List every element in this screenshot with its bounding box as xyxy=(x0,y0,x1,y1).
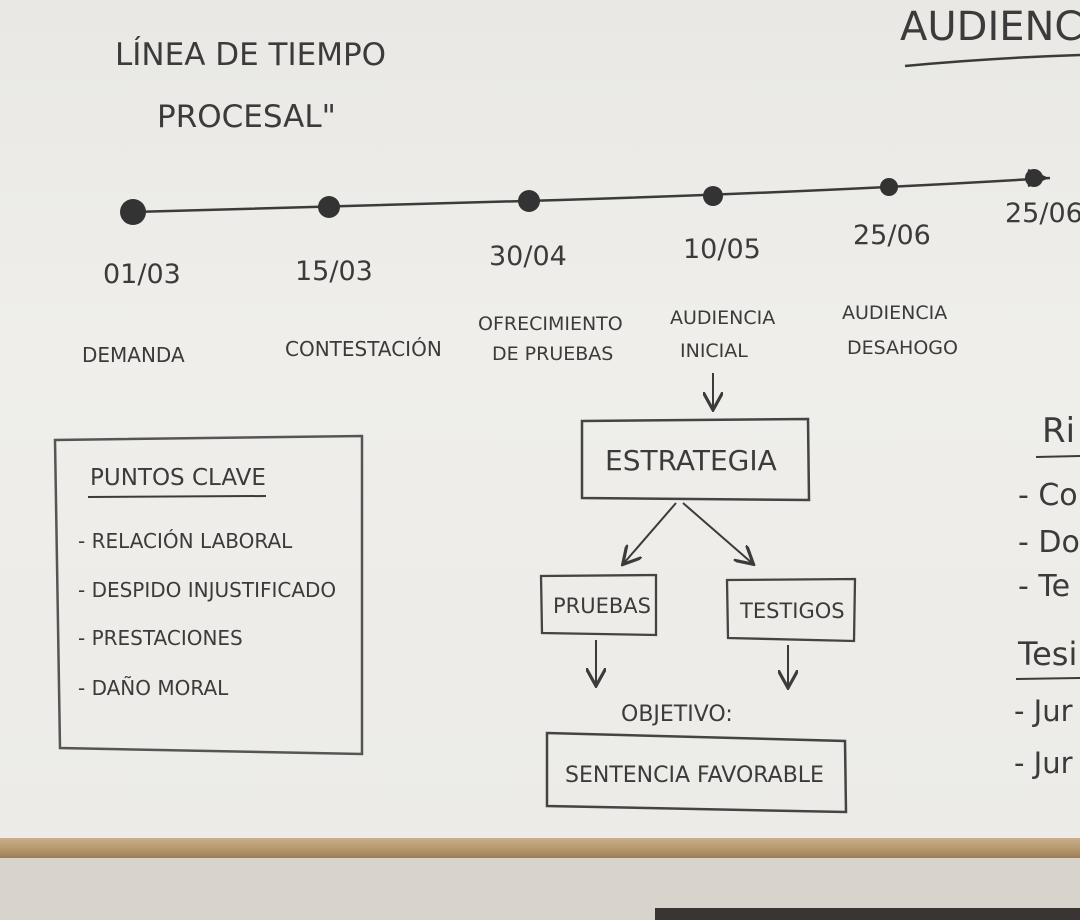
dark-object xyxy=(655,908,1080,920)
right-heading: Tesi xyxy=(1017,635,1077,673)
key-point-item: - RELACIÓN LABORAL xyxy=(78,529,293,553)
timeline-date: 25/06 xyxy=(853,220,931,251)
right-item: - Co xyxy=(1018,478,1078,513)
key-points-heading: PUNTOS CLAVE xyxy=(90,465,266,491)
whiteboard-drawing: LÍNEA DE TIEMPO PROCESAL" AUDIENC 01/03 … xyxy=(53,4,1080,814)
right-heading-underline xyxy=(1035,455,1080,458)
corner-title-underline xyxy=(904,53,1080,68)
strategy-title: ESTRATEGIA xyxy=(605,444,777,477)
timeline-date: 10/05 xyxy=(683,234,761,265)
whiteboard-frame xyxy=(0,838,1080,858)
timeline-arrowhead xyxy=(1027,168,1050,188)
goal-label: OBJETIVO: xyxy=(621,702,733,727)
strategy-box xyxy=(580,417,811,502)
right-item: - Jur xyxy=(1014,694,1073,728)
corner-title: AUDIENC xyxy=(900,4,1080,50)
right-heading-underline xyxy=(1015,677,1080,680)
timeline-dot xyxy=(518,190,540,212)
right-item: - Te xyxy=(1018,569,1070,604)
timeline-dot xyxy=(880,178,898,196)
timeline-date: 30/04 xyxy=(489,241,567,272)
timeline-date: 25/06 xyxy=(1005,198,1080,229)
timeline-stage-label: AUDIENCIA xyxy=(842,302,947,324)
goal-box xyxy=(545,731,848,814)
timeline-stage-label: DEMANDA xyxy=(82,343,185,367)
testigos-box xyxy=(725,577,857,643)
key-points-heading-underline xyxy=(87,495,267,498)
timeline-stage-label: DE PRUEBAS xyxy=(492,343,613,365)
goal-text: SENTENCIA FAVORABLE xyxy=(565,763,824,788)
timeline-dot xyxy=(703,186,723,206)
timeline-line xyxy=(132,176,1051,214)
timeline-stage-label: CONTESTACIÓN xyxy=(285,337,442,361)
timeline-dot xyxy=(318,196,340,218)
board-title-line1: LÍNEA DE TIEMPO xyxy=(115,37,386,73)
key-points-box xyxy=(53,434,364,756)
timeline-dot xyxy=(120,199,146,225)
right-heading: Ri xyxy=(1042,411,1075,451)
testigos-label: TESTIGOS xyxy=(739,599,845,623)
right-item: - Do xyxy=(1018,525,1080,560)
pruebas-box xyxy=(539,573,658,637)
key-point-item: - PRESTACIONES xyxy=(78,626,243,650)
key-point-item: - DESPIDO INJUSTIFICADO xyxy=(78,578,336,602)
pruebas-label: PRUEBAS xyxy=(553,594,651,618)
right-item: - Jur xyxy=(1014,746,1073,780)
timeline-stage-label: AUDIENCIA xyxy=(670,307,775,329)
arrow-to-pruebas xyxy=(624,502,677,563)
timeline-stage-label: DESAHOGO xyxy=(847,337,958,359)
timeline-date: 15/03 xyxy=(295,256,373,287)
timeline-date: 01/03 xyxy=(103,259,181,290)
arrow-to-testigos xyxy=(682,502,752,563)
timeline-stage-label: INICIAL xyxy=(680,340,748,362)
whiteboard xyxy=(0,0,1080,845)
timeline-stage-label: OFRECIMIENTO xyxy=(478,313,623,335)
board-title-line2: PROCESAL" xyxy=(157,99,336,135)
key-point-item: - DAÑO MORAL xyxy=(78,676,229,700)
